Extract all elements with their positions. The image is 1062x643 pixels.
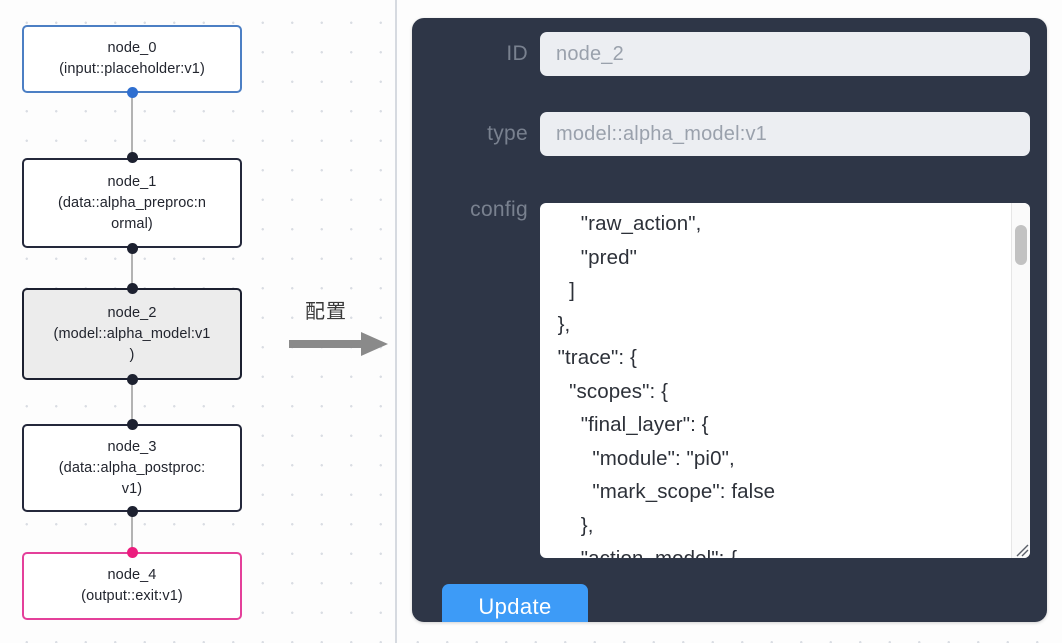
graph-canvas[interactable]: node_0 (input::placeholder:v1) node_1 (d… [0,0,395,643]
graph-node-label: node_2 (model::alpha_model:v1 ) [53,304,211,363]
graph-node-node_3[interactable]: node_3 (data::alpha_postproc: v1) [22,424,242,512]
right-arrow-icon [289,332,388,356]
graph-node-label: node_3 (data::alpha_postproc: v1) [58,438,206,497]
field-row-config: config [412,188,1047,558]
node1-input-handle[interactable] [126,152,138,163]
node2-input-handle[interactable] [126,283,138,294]
config-textarea-wrapper [540,203,1030,558]
update-button[interactable]: Update [442,584,588,622]
node0-output-handle[interactable] [126,87,138,98]
graph-node-node_0[interactable]: node_0 (input::placeholder:v1) [22,25,242,93]
field-row-id: ID [412,32,1047,76]
edge-node3-node4 [131,512,133,552]
graph-node-node_1[interactable]: node_1 (data::alpha_preproc:n ormal) [22,158,242,248]
flow-annotation-label: 配置 [305,299,347,323]
edge-node0-node1 [131,92,133,158]
node3-output-handle[interactable] [126,506,138,517]
graph-node-label: node_1 (data::alpha_preproc:n ormal) [57,173,207,232]
node-config-panel: ID type config Update [412,18,1047,622]
graph-node-label: node_0 (input::placeholder:v1) [59,40,205,77]
graph-node-node_4[interactable]: node_4 (output::exit:v1) [22,552,242,620]
edge-node1-node2 [131,248,133,288]
graph-node-node_2[interactable]: node_2 (model::alpha_model:v1 ) [22,288,242,380]
id-input[interactable] [540,32,1030,76]
type-input[interactable] [540,112,1030,156]
canvas-divider [395,0,397,643]
field-row-type: type [412,112,1047,156]
node2-output-handle[interactable] [126,374,138,385]
resize-handle-icon[interactable] [1012,540,1029,557]
config-textarea[interactable] [540,203,1003,558]
flow-annotation: 配置 [289,295,394,363]
config-scrollbar-thumb[interactable] [1015,225,1027,265]
node1-output-handle[interactable] [126,243,138,254]
id-field-label: ID [506,42,528,65]
node3-input-handle[interactable] [126,419,138,430]
config-field-label: config [470,198,528,221]
type-field-label: type [487,122,528,145]
config-scrollbar[interactable] [1011,203,1030,558]
graph-node-label: node_4 (output::exit:v1) [81,567,183,604]
node4-input-handle[interactable] [126,547,138,558]
edge-node2-node3 [131,380,133,424]
